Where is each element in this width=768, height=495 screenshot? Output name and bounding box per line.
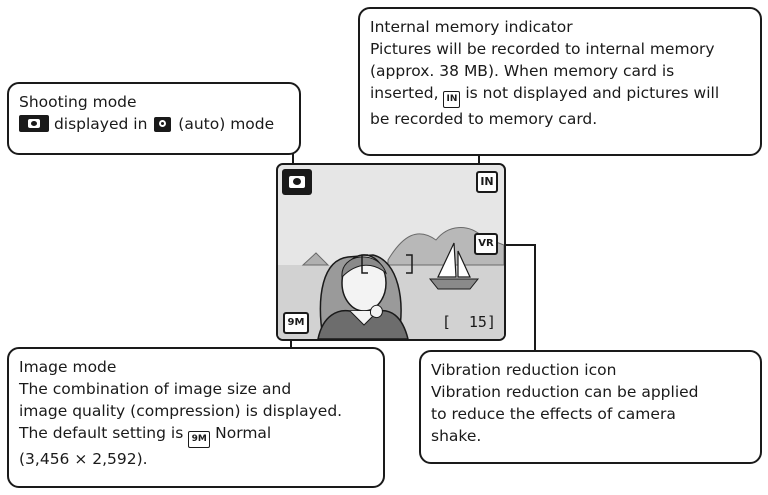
internal-memory-line: inserted, IN is not displayed and pictur… bbox=[370, 82, 750, 108]
image-mode-line: The combination of image size and bbox=[19, 380, 292, 398]
leader-vr-vertical bbox=[534, 244, 536, 351]
camera-monitor: IN VR 9M [ 15] bbox=[276, 163, 506, 341]
shooting-mode-icon bbox=[282, 169, 312, 195]
scene-illustration bbox=[278, 165, 504, 339]
leader-image-mode bbox=[290, 334, 292, 348]
shooting-mode-description: displayed in (auto) mode bbox=[19, 113, 289, 135]
vr-line: to reduce the effects of camera bbox=[431, 405, 676, 423]
leader-internal-memory bbox=[478, 154, 480, 168]
image-mode-line: image quality (compression) is displayed… bbox=[19, 402, 343, 420]
vibration-reduction-icon: VR bbox=[474, 233, 498, 255]
image-mode-icon: 9M bbox=[283, 312, 309, 334]
internal-memory-line: (approx. 38 MB). When memory card is bbox=[370, 62, 675, 80]
internal-memory-title: Internal memory indicator bbox=[370, 18, 573, 36]
camera-badge-icon bbox=[19, 115, 49, 132]
image-mode-line: The default setting is 9M Normal bbox=[19, 422, 373, 448]
image-mode-line: (3,456 × 2,592). bbox=[19, 450, 148, 468]
internal-memory-line: be recorded to memory card. bbox=[370, 110, 598, 128]
vr-line: shake. bbox=[431, 427, 482, 445]
internal-memory-indicator-icon: IN bbox=[476, 171, 498, 193]
image-size-9m-icon: 9M bbox=[188, 431, 211, 448]
camera-icon bbox=[154, 117, 172, 132]
shooting-mode-title: Shooting mode bbox=[19, 93, 137, 111]
leader-shooting-mode bbox=[292, 153, 294, 167]
callout-image-mode: Image mode The combination of image size… bbox=[7, 347, 385, 488]
image-mode-title: Image mode bbox=[19, 358, 117, 376]
internal-memory-icon: IN bbox=[443, 91, 461, 108]
exposures-remaining: [ 15] bbox=[441, 313, 496, 331]
vr-line: Vibration reduction can be applied bbox=[431, 383, 699, 401]
callout-shooting-mode: Shooting mode displayed in (auto) mode bbox=[7, 82, 301, 155]
vr-title: Vibration reduction icon bbox=[431, 361, 617, 379]
callout-vibration-reduction: Vibration reduction icon Vibration reduc… bbox=[419, 350, 762, 464]
leader-vr-horizontal bbox=[505, 244, 536, 246]
callout-internal-memory: Internal memory indicator Pictures will … bbox=[358, 7, 762, 156]
internal-memory-line: Pictures will be recorded to internal me… bbox=[370, 40, 715, 58]
